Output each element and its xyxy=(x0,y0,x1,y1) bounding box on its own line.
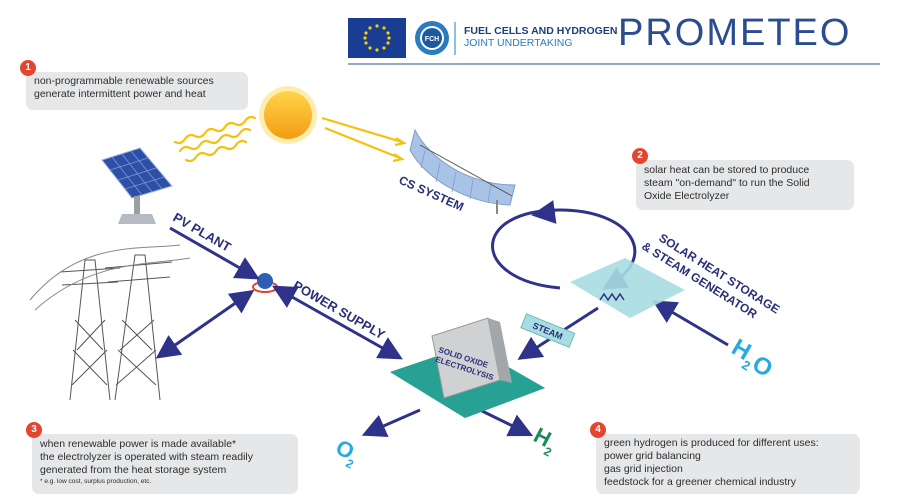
grid-node-icon xyxy=(252,273,278,293)
callout-4-line2: power grid balancing xyxy=(604,450,701,462)
callout-1: non-programmable renewable sources gener… xyxy=(26,72,248,110)
callout-2: solar heat can be stored to produce stea… xyxy=(636,160,854,210)
project-title: PROMETEO xyxy=(618,12,852,54)
eu-flag-icon xyxy=(348,18,406,58)
sun-icon xyxy=(259,86,317,144)
h2o-o: O xyxy=(748,350,778,383)
fch-line2: JOINT UNDERTAKING xyxy=(464,37,573,49)
electrolyzer-block xyxy=(390,317,545,418)
fch-logo-icon xyxy=(415,21,449,55)
callout-2-line2: steam "on-demand" to run the Solid xyxy=(644,177,810,189)
storage-label-line1: SOLAR HEAT STORAGE xyxy=(656,231,782,317)
callout-3-line2: the electrolyzer is operated with steam … xyxy=(40,451,254,463)
callout-2-badge: 2 xyxy=(632,148,648,164)
callout-4-line1: green hydrogen is produced for different… xyxy=(604,437,819,449)
fch-line1: FUEL CELLS AND HYDROGEN xyxy=(464,25,618,37)
sun-rays-to-cs xyxy=(321,116,407,163)
callout-1-badge: 1 xyxy=(20,60,36,76)
callout-3-line3: generated from the heat storage system xyxy=(40,464,227,476)
callout-4-line3: gas grid injection xyxy=(604,463,683,475)
callout-4-badge: 4 xyxy=(590,422,606,438)
arrow-pv-to-node xyxy=(169,226,260,280)
heat-storage-plate xyxy=(570,258,685,318)
callout-2-line3: Oxide Electrolyzer xyxy=(644,190,730,202)
arrow-o2 xyxy=(361,408,421,437)
callout-4: green hydrogen is produced for different… xyxy=(596,434,860,494)
pylon-icon xyxy=(29,244,191,401)
callout-1-line1: non-programmable renewable sources xyxy=(34,75,214,87)
fch-logo-text: FCH xyxy=(425,36,439,43)
power-supply-label: POWER SUPPLY xyxy=(291,278,388,343)
callout-1-line2: generate intermittent power and heat xyxy=(34,88,206,100)
callout-3-line1: when renewable power is made available* xyxy=(40,438,237,450)
callout-2-line1: solar heat can be stored to produce xyxy=(644,164,810,176)
callout-3-footnote: * e.g. low cost, surplus production, etc… xyxy=(40,478,152,485)
arrow-grid-node xyxy=(155,289,255,359)
callout-4-line4: feedstock for a greener chemical industr… xyxy=(604,476,797,488)
callout-3-badge: 3 xyxy=(26,422,42,438)
arrow-h2 xyxy=(479,408,534,437)
fch-wordmark: FUEL CELLS AND HYDROGEN JOINT UNDERTAKIN… xyxy=(464,25,617,49)
callout-3: when renewable power is made available* … xyxy=(32,434,298,494)
arrow-power-supply xyxy=(271,285,403,360)
parabolic-trough-icon xyxy=(409,128,516,214)
sun-rays-to-pv xyxy=(173,115,257,163)
solar-panel-icon xyxy=(101,147,173,224)
arrow-cs-loop xyxy=(491,208,637,290)
arrow-water xyxy=(652,300,729,347)
